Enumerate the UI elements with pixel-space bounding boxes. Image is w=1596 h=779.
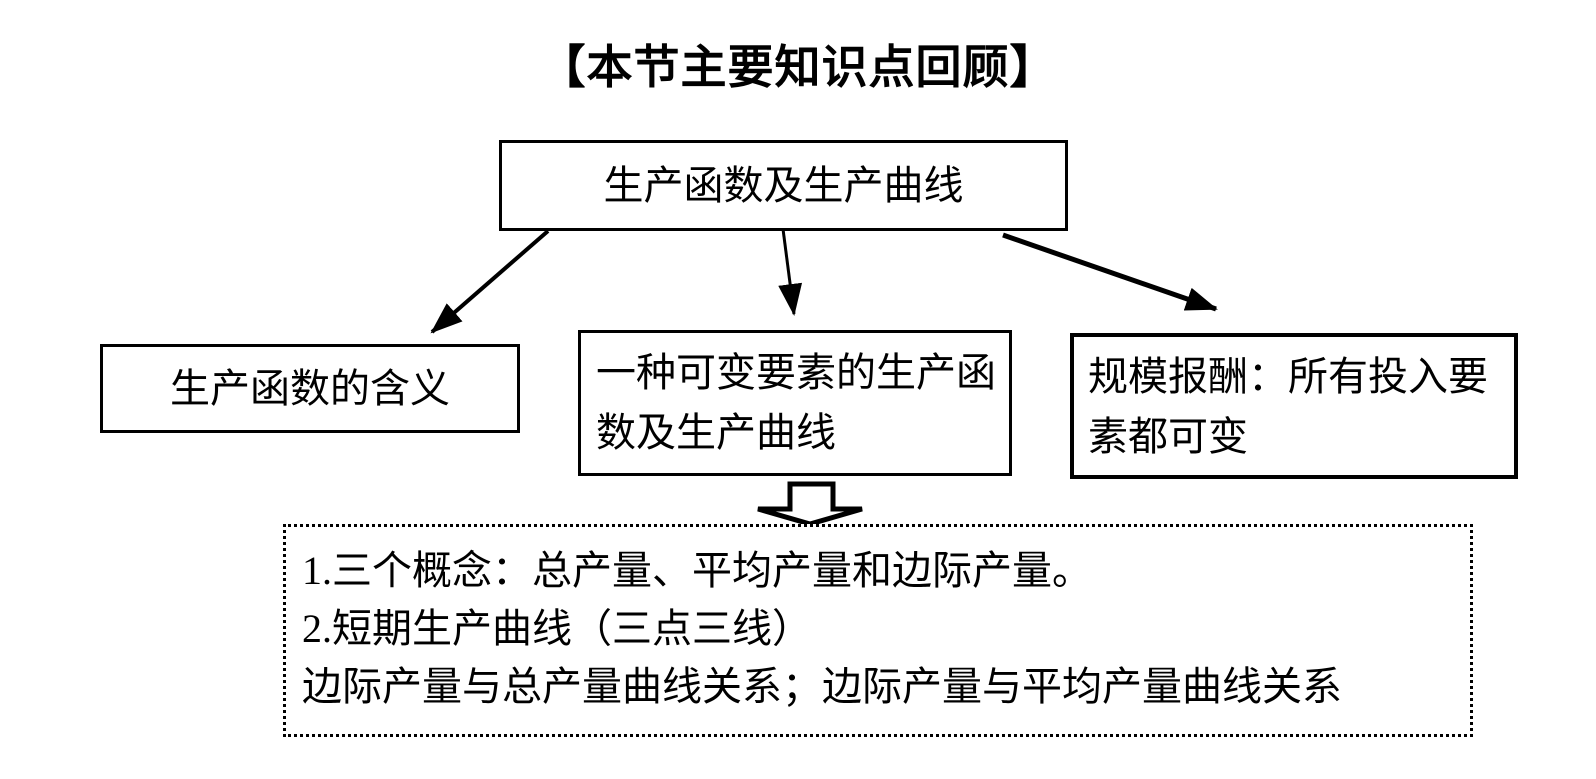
detail-line-concepts: 1.三个概念：总产量、平均产量和边际产量。 [302,548,1092,593]
branch-right-label: 规模报酬：所有投入要素都可变 [1088,354,1488,459]
branch-box-variable-factor: 一种可变要素的生产函数及生产曲线 [578,330,1012,476]
root-box-label: 生产函数及生产曲线 [603,162,964,208]
detail-line-short-run-curves: 2.短期生产曲线（三点三线） [302,606,812,651]
detail-line-curve-relations: 边际产量与总产量曲线关系；边际产量与平均产量曲线关系 [302,664,1342,709]
branch-box-returns-to-scale: 规模报酬：所有投入要素都可变 [1070,333,1518,479]
arrow-root-to-left-icon [430,229,550,334]
branch-middle-label: 一种可变要素的生产函数及生产曲线 [596,350,996,455]
branch-left-label: 生产函数的含义 [170,365,450,411]
branch-box-meaning: 生产函数的含义 [100,344,520,433]
page-title: 【本节主要知识点回顾】 [539,41,1057,93]
block-down-arrow-icon [757,481,863,527]
arrow-root-to-middle-icon [778,228,803,316]
detail-notes-box: 1.三个概念：总产量、平均产量和边际产量。 2.短期生产曲线（三点三线） 边际产… [283,524,1473,737]
arrow-root-to-right-icon [1002,232,1218,312]
root-box: 生产函数及生产曲线 [499,140,1068,231]
